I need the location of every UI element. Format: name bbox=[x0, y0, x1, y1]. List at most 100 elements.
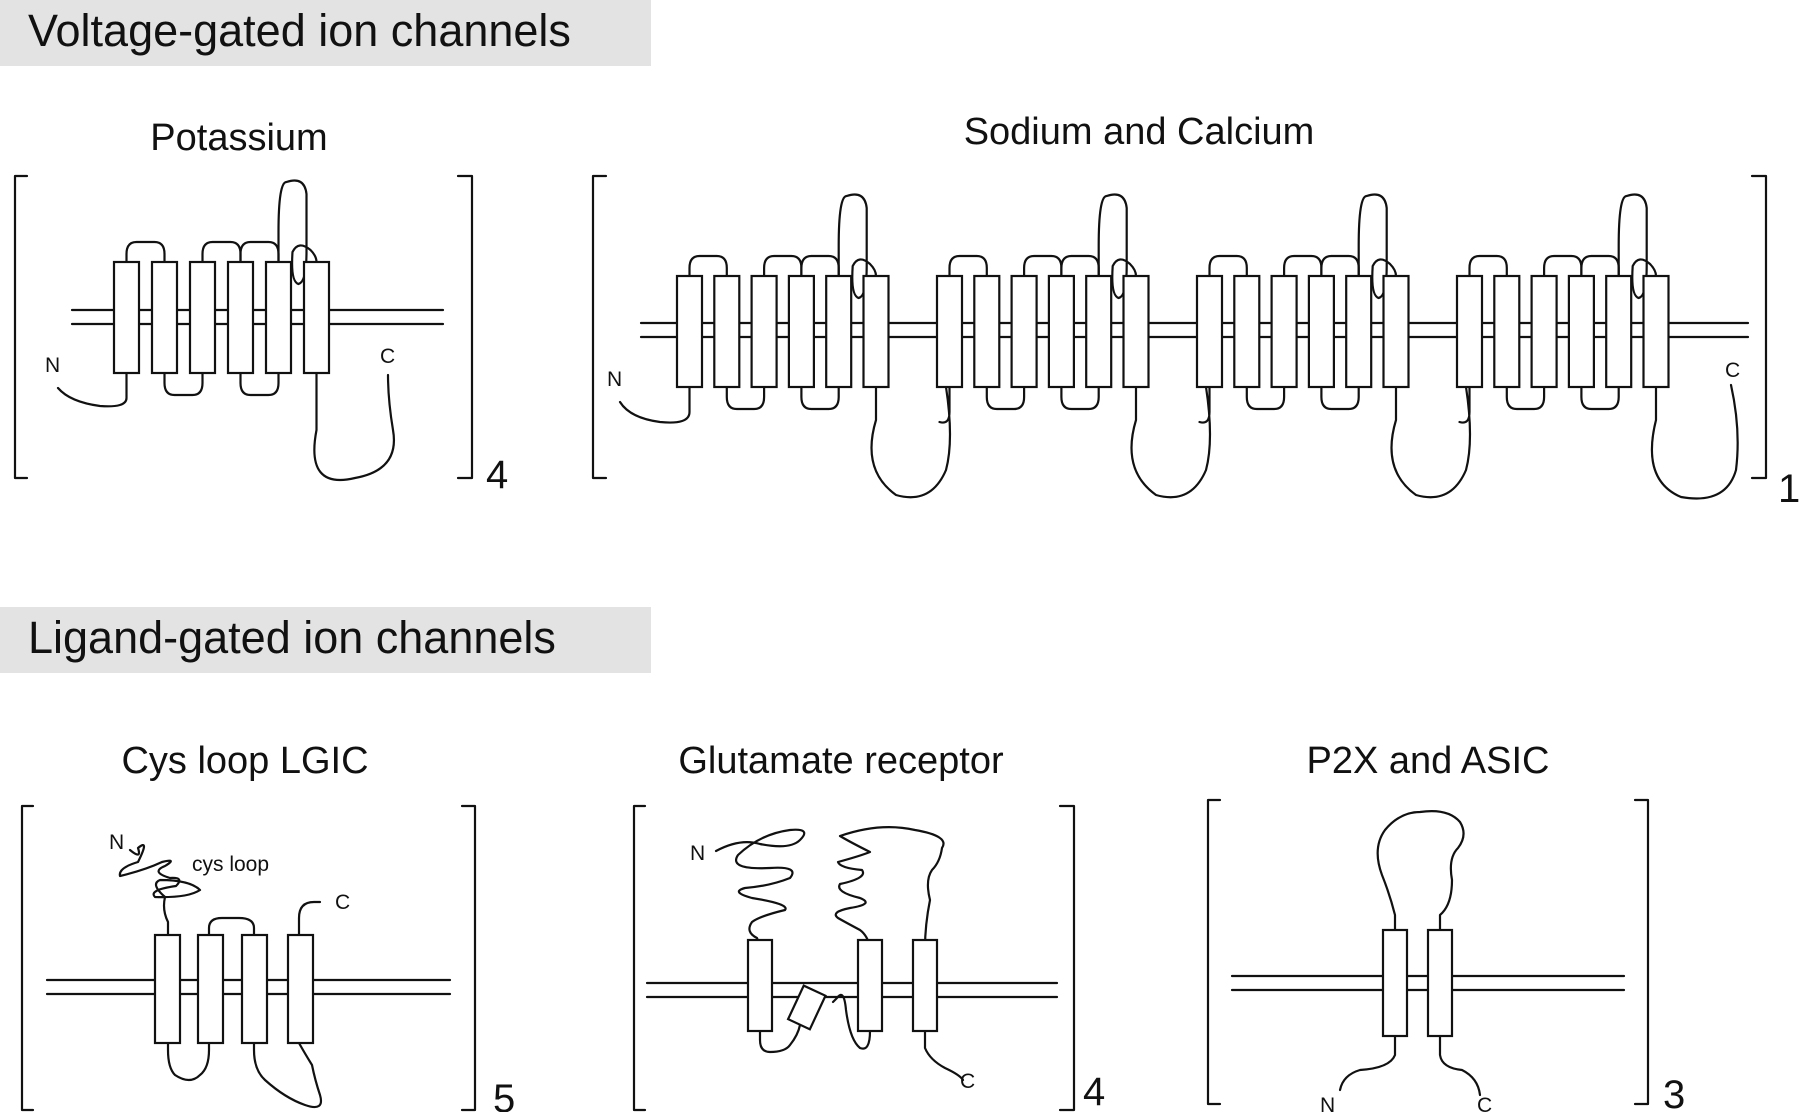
transmembrane-helix-s6 bbox=[1122, 274, 1150, 389]
intracellular-loop bbox=[985, 385, 1026, 411]
left-bracket bbox=[13, 174, 29, 480]
transmembrane-helix-s6 bbox=[1382, 274, 1410, 389]
left-bracket bbox=[1206, 798, 1222, 1106]
transmembrane-helix-m3 bbox=[240, 933, 269, 1045]
c-terminus-tail bbox=[1438, 1034, 1482, 1097]
n-terminal-extracellular-domain bbox=[118, 844, 202, 937]
n-terminus-tail bbox=[618, 385, 691, 424]
right-bracket bbox=[460, 804, 477, 1112]
transmembrane-helix-m4 bbox=[911, 938, 939, 1033]
extracellular-loop bbox=[1580, 254, 1620, 278]
intracellular-loop bbox=[166, 1041, 211, 1082]
transmembrane-segments bbox=[746, 938, 939, 1033]
n-terminus-tail bbox=[56, 371, 128, 408]
transmembrane-helix-s4 bbox=[226, 260, 255, 375]
subunit-count: 4 bbox=[486, 453, 508, 497]
intracellular-loop bbox=[758, 1023, 802, 1054]
c-terminus-tail bbox=[1650, 383, 1739, 500]
intracellular-loop bbox=[1580, 385, 1620, 411]
transmembrane-helix-s5 bbox=[1345, 274, 1373, 389]
ligand-binding-domain bbox=[834, 826, 945, 950]
loops bbox=[714, 826, 965, 1082]
transmembrane-helix-s3 bbox=[1270, 274, 1298, 389]
intracellular-loop bbox=[1060, 385, 1100, 411]
extracellular-loop bbox=[763, 254, 803, 278]
interdomain-linker bbox=[1390, 385, 1472, 499]
panel-title-sodium-calcium: Sodium and Calcium bbox=[964, 111, 1315, 153]
loops bbox=[618, 193, 1739, 500]
panel-title-potassium: Potassium bbox=[150, 117, 327, 159]
transmembrane-helix-s4 bbox=[1307, 274, 1336, 389]
n-terminus-label: N bbox=[690, 842, 705, 865]
loops bbox=[56, 179, 396, 482]
right-bracket bbox=[1750, 174, 1768, 480]
subunit-count: 4 bbox=[1083, 1070, 1105, 1112]
left-bracket bbox=[20, 804, 35, 1112]
subunit-count: 3 bbox=[1663, 1073, 1685, 1112]
pore-loop bbox=[837, 193, 878, 300]
n-terminus-label: N bbox=[607, 368, 622, 391]
c-terminus-label: C bbox=[960, 1070, 975, 1093]
panel-title-p2x-asic: P2X and ASIC bbox=[1307, 740, 1550, 782]
extracellular-loop bbox=[1283, 254, 1323, 278]
extracellular-loop bbox=[1376, 810, 1465, 932]
transmembrane-helix-s1 bbox=[675, 274, 704, 389]
extracellular-loop bbox=[1208, 254, 1248, 278]
extracellular-loop bbox=[800, 254, 840, 278]
cys-loop-label: cys loop bbox=[192, 853, 269, 876]
n-terminus-tail bbox=[1338, 1034, 1397, 1092]
c-terminus-label: C bbox=[380, 345, 395, 368]
potassium-channel-panel: N C 4 bbox=[13, 174, 508, 497]
n-terminus-label: N bbox=[45, 354, 60, 377]
transmembrane-helix-m1 bbox=[153, 933, 182, 1045]
left-bracket bbox=[591, 174, 608, 480]
transmembrane-helix-m1 bbox=[746, 938, 774, 1033]
pore-loop bbox=[1097, 193, 1138, 300]
interdomain-linker bbox=[1130, 385, 1212, 499]
loops bbox=[118, 844, 323, 1109]
transmembrane-helix-s6 bbox=[302, 260, 331, 375]
intracellular-loop bbox=[1505, 385, 1546, 411]
intracellular-loop bbox=[1245, 385, 1286, 411]
glutamate-receptor-panel: N C 4 bbox=[632, 804, 1105, 1112]
transmembrane-helix-s6 bbox=[1642, 274, 1670, 389]
c-terminus-label: C bbox=[335, 891, 350, 914]
c-terminus-tail bbox=[297, 900, 322, 937]
extracellular-loop bbox=[125, 240, 166, 264]
c-terminus-label: C bbox=[1725, 359, 1740, 382]
section-header-background bbox=[0, 607, 651, 673]
transmembrane-helix-s2 bbox=[150, 260, 179, 375]
extracellular-loop bbox=[1543, 254, 1583, 278]
c-terminus-label: C bbox=[1477, 1094, 1492, 1112]
ligand-gated-section-header: Ligand-gated ion channels bbox=[0, 607, 651, 673]
transmembrane-segments bbox=[153, 933, 315, 1045]
panel-title-glutamate: Glutamate receptor bbox=[678, 740, 1004, 782]
transmembrane-helix-s5 bbox=[1085, 274, 1113, 389]
pore-loop bbox=[277, 179, 318, 286]
section-header-background bbox=[0, 0, 651, 66]
right-bracket bbox=[1633, 798, 1650, 1106]
transmembrane-helix-s1 bbox=[1195, 274, 1224, 389]
transmembrane-helix-s2 bbox=[1233, 274, 1261, 389]
extracellular-loop bbox=[1320, 254, 1360, 278]
interdomain-linker bbox=[870, 385, 952, 499]
transmembrane-helix-tm2 bbox=[1426, 928, 1454, 1038]
transmembrane-helix-s3 bbox=[750, 274, 778, 389]
cys-loop-lgic-panel: N cys loop C 5 bbox=[20, 804, 515, 1112]
transmembrane-helix-s4 bbox=[787, 274, 816, 389]
sodium-calcium-channel-panel: N C 1 bbox=[591, 174, 1800, 511]
c-terminus-tail bbox=[923, 1029, 965, 1082]
pore-loop-connector bbox=[831, 993, 872, 1050]
extracellular-loop bbox=[948, 254, 988, 278]
transmembrane-helix-s1 bbox=[935, 274, 964, 389]
intracellular-loop-large bbox=[252, 1041, 323, 1109]
transmembrane-segments bbox=[112, 260, 331, 375]
transmembrane-helix-s6 bbox=[862, 274, 890, 389]
intracellular-loop bbox=[239, 371, 280, 397]
voltage-gated-section-header: Voltage-gated ion channels bbox=[0, 0, 651, 66]
transmembrane-segments bbox=[675, 274, 1670, 389]
section-title-voltage: Voltage-gated ion channels bbox=[28, 5, 571, 56]
transmembrane-helix-tm1 bbox=[1381, 928, 1409, 1038]
transmembrane-helix-s3 bbox=[1530, 274, 1558, 389]
